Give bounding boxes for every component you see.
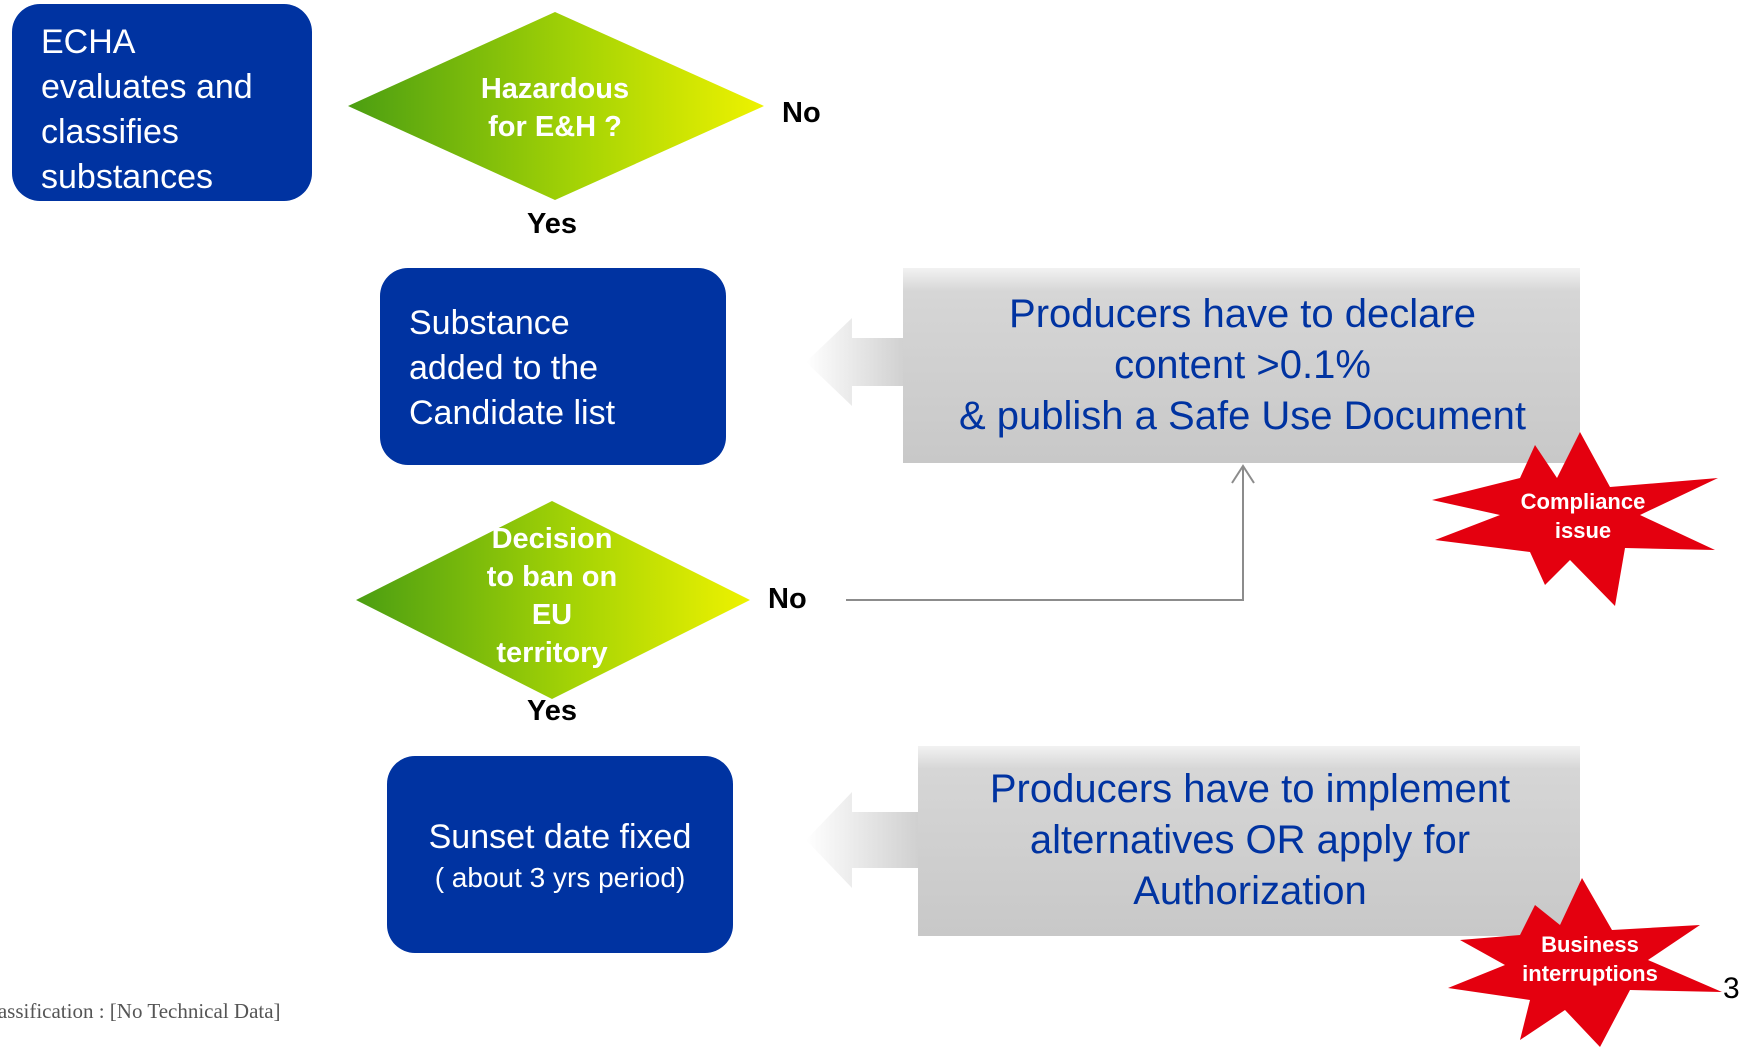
implement-line: alternatives OR apply for [1029, 818, 1471, 862]
echa-box-line: classifies [41, 113, 179, 151]
ban-decision-line: Decision [491, 523, 613, 555]
business-interruptions-label: Business interruptions [1485, 930, 1695, 988]
declare-arrow [806, 318, 905, 406]
echa-box-line: substances [41, 158, 213, 196]
echa-evaluation-box: ECHA evaluates and classifies substances [12, 4, 312, 201]
ban-no-label: No [768, 583, 807, 615]
candidate-box-line: Substance [409, 304, 570, 342]
hazard-decision-diamond [348, 12, 764, 200]
implement-line: Authorization [1133, 869, 1367, 913]
ban-decision-line: territory [496, 637, 608, 669]
candidate-box-line: Candidate list [409, 394, 616, 432]
declare-line: Producers have to declare [1009, 292, 1476, 336]
hazard-yes-label: Yes [527, 208, 577, 240]
business-line: interruptions [1522, 961, 1658, 986]
declare-content-text: Producers have to declare content >0.1% … [905, 289, 1580, 442]
compliance-burst [1432, 432, 1718, 606]
declare-box-bg [903, 268, 1580, 463]
declare-line: & publish a Safe Use Document [959, 394, 1526, 438]
ban-decision-diamond [356, 501, 750, 699]
classification-footer: lassification : [No Technical Data] [0, 999, 281, 1023]
implement-alternatives-text: Producers have to implement alternatives… [920, 764, 1580, 917]
page-number: 3 [1723, 972, 1740, 1005]
implement-arrow [806, 792, 918, 888]
echa-box-line: evaluates and [41, 68, 253, 106]
sunset-title: Sunset date fixed [428, 818, 692, 856]
ban-decision-line: EU [531, 599, 573, 631]
implement-line: Producers have to implement [989, 767, 1511, 811]
compliance-line: issue [1554, 518, 1612, 543]
hazard-decision-line: for E&H ? [488, 111, 622, 143]
sunset-date-box: Sunset date fixed ( about 3 yrs period) [387, 756, 733, 953]
sunset-period: ( about 3 yrs period) [434, 862, 686, 893]
echa-box-line: ECHA [41, 23, 136, 61]
declare-line: content >0.1% [1114, 343, 1371, 387]
implement-box-bg [918, 746, 1580, 936]
ban-decision-label: Decision to ban on EU territory [452, 520, 652, 672]
compliance-issue-label: Compliance issue [1478, 487, 1688, 545]
candidate-box-line: added to the [409, 349, 599, 387]
candidate-list-box: Substance added to the Candidate list [380, 268, 726, 465]
ban-decision-line: to ban on [486, 561, 618, 593]
compliance-line: Compliance [1520, 489, 1646, 514]
hazard-decision-line: Hazardous [480, 73, 630, 105]
business-line: Business [1541, 932, 1639, 957]
ban-yes-label: Yes [527, 695, 577, 727]
no-connector-arrowhead [1231, 464, 1255, 484]
hazard-no-label: No [782, 97, 821, 129]
hazard-decision-label: Hazardous for E&H ? [455, 70, 655, 146]
business-burst [1448, 878, 1722, 1047]
no-connector-line [846, 466, 1244, 601]
